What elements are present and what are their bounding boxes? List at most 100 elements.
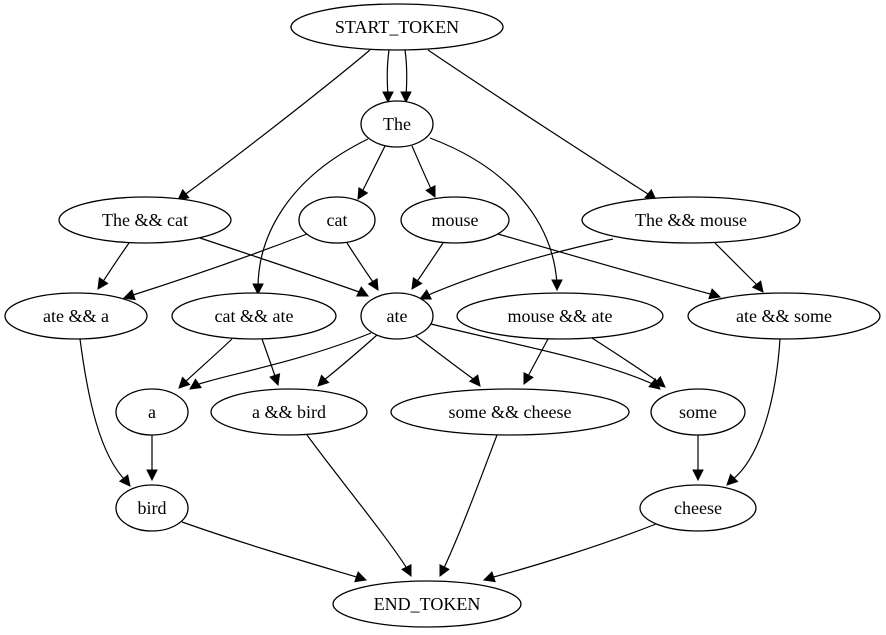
arrowhead	[97, 277, 109, 290]
edge-the-to-cat	[357, 145, 386, 200]
node-mouse: mouse	[400, 196, 510, 244]
node-a: a	[115, 388, 189, 436]
arrowhead	[411, 277, 423, 290]
edge-the-to-cat_ate	[252, 138, 369, 296]
arrowhead	[122, 289, 136, 301]
arrowhead	[439, 563, 450, 578]
edge-cat_ate-to-a_bird	[261, 338, 281, 387]
node-ellipse	[332, 580, 522, 628]
node-ellipse	[650, 388, 746, 436]
edge-line	[322, 334, 378, 382]
node-label: cheese	[674, 498, 722, 518]
edge-some-to-cheese	[692, 435, 704, 482]
edge-start-to-the	[400, 49, 412, 104]
arrowhead	[425, 184, 436, 199]
edge-a_bird-to-end	[306, 434, 412, 578]
edge-line	[195, 332, 372, 386]
node-ellipse	[58, 196, 232, 244]
node-ate-a: ate && a	[4, 292, 148, 340]
edge-start-to-the	[382, 49, 394, 104]
node-ellipse	[360, 100, 434, 148]
arrowhead	[482, 571, 496, 583]
edge-line	[442, 434, 498, 571]
edge-line	[346, 242, 376, 286]
arrowhead	[468, 374, 481, 387]
edge-line	[415, 335, 477, 382]
edge-the_mouse-to-ate_some	[714, 242, 764, 293]
edge-line	[182, 49, 371, 197]
node-the-mouse: The && mouse	[581, 196, 801, 244]
edge-ate-to-a_bird	[317, 334, 378, 387]
arrowhead	[252, 283, 264, 296]
edge-cat_ate-to-a	[178, 338, 233, 389]
arrowhead	[189, 378, 202, 390]
edge-cheese-to-end	[482, 523, 657, 583]
node-a-bird: a && bird	[210, 388, 368, 436]
edge-line	[714, 242, 760, 288]
edge-ate_a-to-bird	[79, 338, 131, 487]
node-label: mouse	[432, 210, 479, 230]
node-label: The && mouse	[635, 210, 747, 230]
edge-ate-to-some_cheese	[415, 335, 481, 387]
edge-line	[429, 137, 558, 285]
edge-the_mouse-to-ate	[418, 238, 614, 300]
node-ellipse	[4, 292, 148, 340]
arrowhead	[551, 279, 563, 292]
edge-bird-to-end	[181, 521, 368, 583]
node-end: END_TOKEN	[332, 580, 522, 628]
edges-layer	[79, 49, 781, 583]
edge-line	[497, 233, 715, 296]
node-label: mouse && ate	[508, 306, 613, 326]
node-ellipse	[639, 484, 757, 532]
edge-line	[181, 521, 361, 579]
arrowhead	[400, 91, 412, 104]
arrowhead	[692, 469, 704, 482]
node-the: The	[360, 100, 434, 148]
node-ellipse	[171, 292, 337, 340]
node-label: END_TOKEN	[374, 594, 481, 614]
arrowhead	[708, 288, 722, 300]
node-cat-ate: cat && ate	[171, 292, 337, 340]
node-ellipse	[360, 292, 434, 340]
node-label: some	[679, 402, 717, 422]
edge-mouse-to-ate	[411, 242, 444, 290]
node-label: START_TOKEN	[335, 17, 459, 37]
edge-the-to-mouse	[411, 145, 436, 199]
node-some: some	[650, 388, 746, 436]
edge-line	[489, 523, 657, 579]
node-ate-some: ate && some	[687, 292, 881, 340]
edge-a-to-bird	[146, 435, 158, 482]
node-start: START_TOKEN	[290, 3, 504, 51]
edge-line	[427, 49, 652, 197]
node-ellipse	[290, 3, 504, 51]
edge-ate-to-a	[189, 332, 372, 390]
node-ellipse	[390, 388, 630, 436]
edge-line	[183, 338, 233, 384]
edge-line	[425, 238, 614, 297]
node-mouse-ate: mouse && ate	[456, 292, 664, 340]
arrowhead	[354, 571, 368, 583]
node-label: bird	[138, 498, 167, 518]
node-cat: cat	[298, 196, 376, 244]
edge-start-to-the_cat	[177, 49, 371, 201]
node-ellipse	[581, 196, 801, 244]
node-some-cheese: some && cheese	[390, 388, 630, 436]
edge-start-to-the_mouse	[427, 49, 657, 201]
edge-line	[731, 338, 781, 481]
node-cheese: cheese	[639, 484, 757, 532]
edge-line	[526, 338, 549, 379]
edge-cat-to-ate_a	[122, 233, 308, 301]
node-label: some && cheese	[449, 402, 572, 422]
edge-mouse_ate-to-some	[591, 337, 666, 388]
edge-line	[360, 145, 386, 195]
node-ate: ate	[360, 292, 434, 340]
edge-line	[306, 434, 409, 571]
edge-ate_some-to-cheese	[726, 338, 781, 486]
edge-line	[101, 242, 130, 284]
node-label: The && cat	[102, 210, 188, 230]
edge-some_cheese-to-end	[439, 434, 498, 578]
node-bird: bird	[115, 484, 189, 532]
arrowhead	[382, 91, 394, 104]
